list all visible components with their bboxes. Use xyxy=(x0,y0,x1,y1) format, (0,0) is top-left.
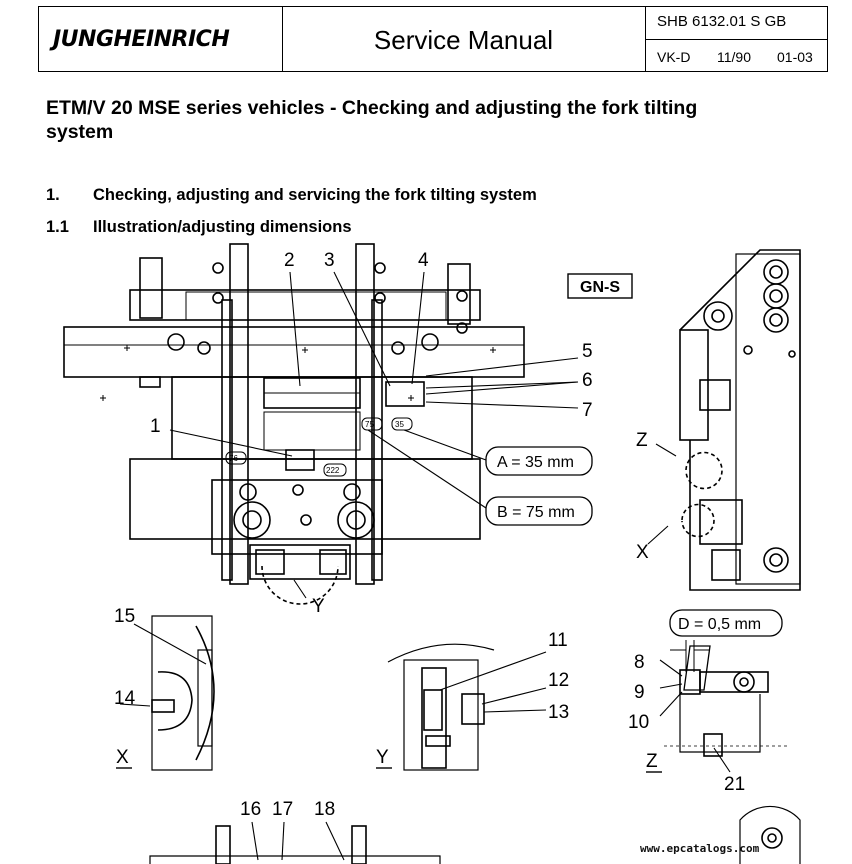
manual-title: Service Manual xyxy=(373,25,554,55)
view-y-marker: Y xyxy=(312,596,325,617)
callout-21: 21 xyxy=(724,774,745,795)
document-header: JUNGHEINRICH Service Manual SHB 6132.01 … xyxy=(38,6,828,72)
detail-x xyxy=(119,615,215,771)
callout-17: 17 xyxy=(272,799,293,820)
callout-3: 3 xyxy=(324,250,335,271)
mark-76: 76 xyxy=(229,454,238,463)
section-number: 1. xyxy=(46,186,60,204)
section-number: 1.1 xyxy=(46,218,69,236)
main-front-view xyxy=(63,243,525,605)
dim-a: A = 35 mm xyxy=(497,454,574,471)
edition: 11/90 xyxy=(717,49,751,65)
callout-5: 5 xyxy=(582,341,593,362)
callout-18: 18 xyxy=(314,799,335,820)
detail-x-label: X xyxy=(116,747,129,768)
dimension-marks xyxy=(225,417,413,477)
callout-6: 6 xyxy=(582,370,593,391)
logo-cell: JUNGHEINRICH xyxy=(39,7,283,71)
bottom-partial-view xyxy=(149,805,801,864)
callout-11: 11 xyxy=(548,630,568,651)
view-z-marker: Z xyxy=(636,430,648,451)
dim-b: B = 75 mm xyxy=(497,504,575,521)
side-view xyxy=(679,249,801,591)
doc-ref-cell: SHB 6132.01 S GB xyxy=(645,7,827,40)
watermark: www.epcatalogs.com xyxy=(640,842,760,855)
callout-1: 1 xyxy=(150,416,161,437)
dim-d: D = 0,5 mm xyxy=(678,616,761,633)
edition-cell: VK-D 11/90 01-03 xyxy=(645,40,827,71)
callout-9: 9 xyxy=(634,682,645,703)
section-text: Checking, adjusting and servicing the fo… xyxy=(93,186,537,204)
variant-tag-box xyxy=(567,273,633,299)
variant-tag: GN-S xyxy=(580,279,620,296)
callout-10: 10 xyxy=(628,712,649,733)
detail-y-label: Y xyxy=(376,747,389,768)
brand-logo: JUNGHEINRICH xyxy=(53,27,230,52)
title-cell: Service Manual xyxy=(282,7,646,71)
callout-7: 7 xyxy=(582,400,593,421)
detail-z xyxy=(659,609,790,773)
view-x-marker: X xyxy=(636,542,649,563)
callout-12: 12 xyxy=(548,670,569,691)
leader-lines xyxy=(169,271,579,599)
document-title: ETM/V 20 MSE series vehicles - Checking … xyxy=(46,97,698,143)
section-1-1-heading: 1.1 Illustration/adjusting dimensions xyxy=(46,218,352,237)
dim-a-box xyxy=(485,446,593,476)
callout-15: 15 xyxy=(114,606,135,627)
doc-ref: SHB 6132.01 S GB xyxy=(657,13,787,30)
callout-14: 14 xyxy=(114,688,136,709)
detail-z-label: Z xyxy=(646,751,658,772)
callout-16: 16 xyxy=(240,799,261,820)
callout-4: 4 xyxy=(418,250,429,271)
section-1-heading: 1. Checking, adjusting and servicing the … xyxy=(46,186,537,205)
detail-y xyxy=(387,643,547,771)
mark-75: 75 xyxy=(365,420,374,429)
callout-13: 13 xyxy=(548,702,569,723)
callout-8: 8 xyxy=(634,652,645,673)
mark-35: 35 xyxy=(395,420,404,429)
section-text: Illustration/adjusting dimensions xyxy=(93,218,352,236)
dept: VK-D xyxy=(657,49,691,65)
page-number: 01-03 xyxy=(777,49,813,65)
mark-222: 222 xyxy=(326,466,340,475)
dim-b-box xyxy=(485,496,593,526)
callout-2: 2 xyxy=(284,250,295,271)
